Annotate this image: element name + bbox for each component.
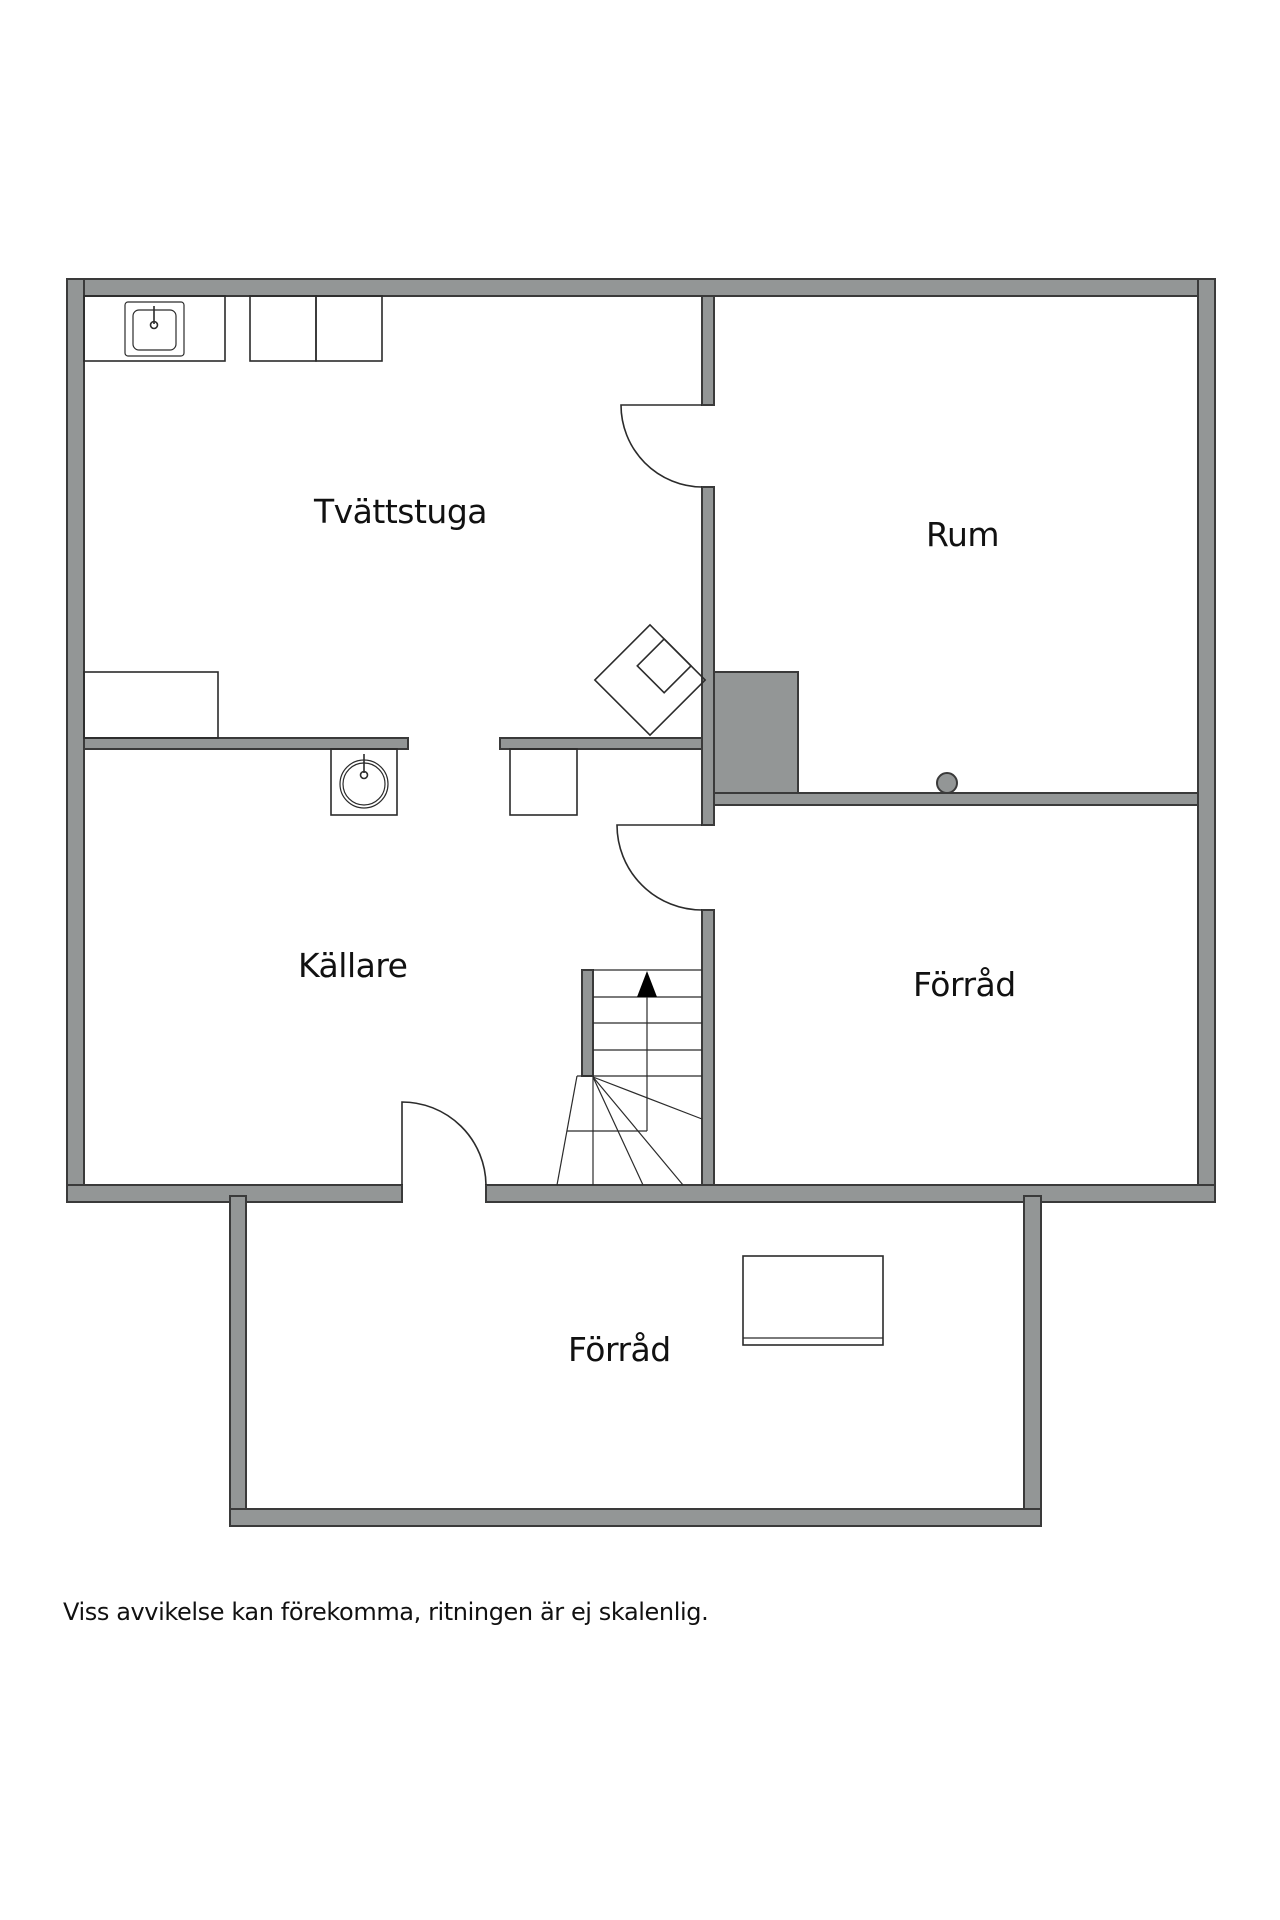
pipe-icon bbox=[936, 772, 958, 794]
door-kallare-forrad bbox=[616, 824, 703, 911]
room-label-kallare: Källare bbox=[298, 946, 408, 985]
door-kallare-annex bbox=[401, 1101, 487, 1186]
arrow-up-icon bbox=[637, 971, 657, 997]
counter bbox=[83, 295, 226, 362]
chimney bbox=[713, 671, 799, 795]
basement-fixtures bbox=[330, 748, 578, 816]
counter-low bbox=[83, 671, 219, 739]
dryer-icon bbox=[315, 295, 383, 362]
wash-basin-box bbox=[330, 748, 398, 816]
storage-box bbox=[742, 1255, 884, 1346]
room-label-tvattstuga: Tvättstuga bbox=[314, 492, 488, 531]
washer-icon bbox=[249, 295, 317, 362]
room-label-forrad-bottom: Förråd bbox=[568, 1330, 671, 1369]
room-label-forrad-right: Förråd bbox=[913, 965, 1016, 1004]
laundry-sink-icon bbox=[124, 301, 185, 357]
disclaimer-note: Viss avvikelse kan förekomma, ritningen … bbox=[63, 1598, 709, 1626]
door-tvattstuga-rum bbox=[620, 404, 703, 488]
doors bbox=[401, 404, 703, 1186]
staircase bbox=[556, 969, 703, 1186]
room-label-rum: Rum bbox=[926, 515, 1000, 554]
laundry-fixtures bbox=[83, 295, 707, 739]
storage-fixtures bbox=[742, 1255, 884, 1346]
cabinet bbox=[509, 748, 578, 816]
interior-walls bbox=[83, 295, 1199, 1186]
chair-icon bbox=[593, 623, 707, 737]
